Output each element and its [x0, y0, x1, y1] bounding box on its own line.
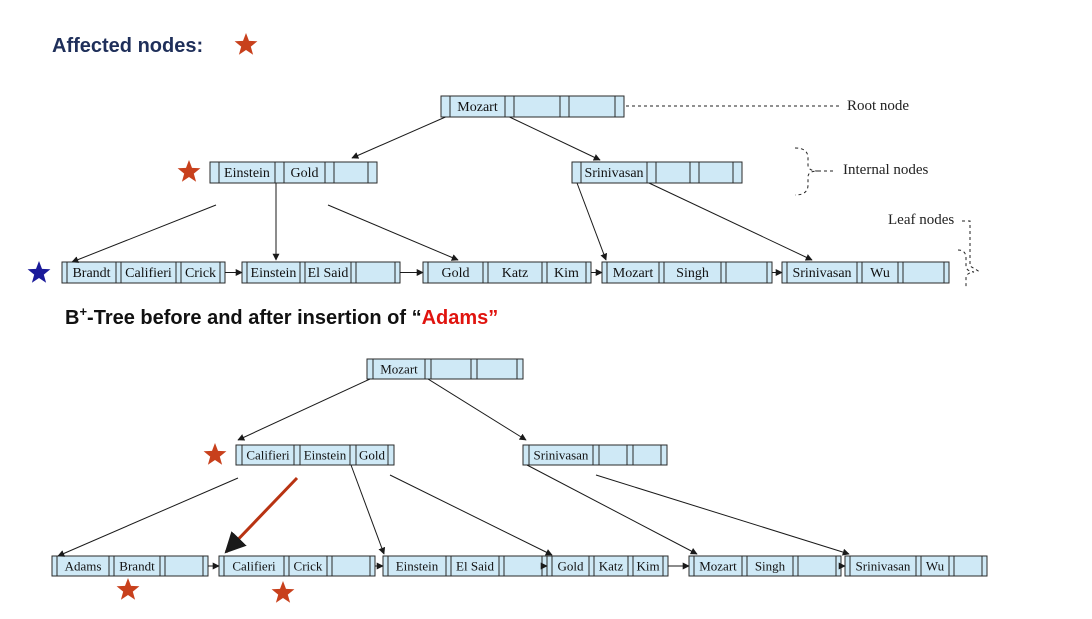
node-key: Einstein: [224, 166, 270, 181]
root-node: Mozart: [366, 358, 524, 380]
node-key: Wu: [870, 266, 890, 281]
tree-edge: [350, 464, 386, 555]
internal-node: Srinivasan: [522, 444, 668, 466]
node-key: Srinivasan: [792, 266, 851, 281]
caption: B+-Tree before and after insertion of “A…: [65, 304, 498, 329]
leaf-node: Adams Brandt: [51, 555, 209, 577]
node-key: Mozart: [699, 559, 737, 574]
affected-nodes-label: Affected nodes:: [52, 35, 203, 57]
tree-edge: [526, 464, 698, 555]
star-icon: [27, 261, 51, 283]
new-pointer-edge: [224, 476, 299, 554]
node-key: Wu: [926, 559, 945, 574]
leaf-node: Srinivasan Wu: [781, 261, 950, 284]
caption-inserted-key: Adams: [422, 307, 489, 329]
node-key: Crick: [294, 559, 323, 574]
leaf-node: Mozart Singh: [688, 555, 842, 577]
node-key: Srinivasan: [584, 166, 643, 181]
node-key: Kim: [636, 559, 659, 574]
node-key: Srinivasan: [534, 448, 589, 463]
node-key: Gold: [442, 266, 470, 281]
leaf-node: Srinivasan Wu: [844, 555, 988, 577]
node-key: Einstein: [396, 559, 439, 574]
star-icon: [177, 160, 201, 182]
node-key: Einstein: [304, 448, 347, 463]
node-key: Gold: [359, 448, 386, 463]
node-key: El Said: [456, 559, 494, 574]
node-key: Katz: [599, 559, 624, 574]
tree-edge: [57, 477, 239, 557]
node-key: Mozart: [380, 362, 418, 377]
tree-edge: [237, 378, 371, 441]
node-key: Mozart: [457, 100, 498, 115]
root-node-annotation: Root node: [847, 98, 909, 114]
star-icon: [203, 443, 227, 465]
tree-edge: [389, 474, 553, 556]
star-icon: [271, 581, 295, 603]
node-key: Singh: [755, 559, 786, 574]
node-key: Srinivasan: [856, 559, 911, 574]
node-key: Califieri: [246, 448, 290, 463]
tree-edge: [576, 182, 608, 261]
node-key: Brandt: [119, 559, 155, 574]
leaf-nodes-pointer: [962, 220, 981, 273]
leaf-node: Brandt Califieri Crick: [61, 261, 226, 284]
tree-edge: [595, 474, 850, 556]
tree-edge: [509, 116, 601, 161]
internal-nodes-brace: [794, 147, 819, 196]
node-key: Kim: [554, 266, 579, 281]
star-icon: [116, 578, 140, 600]
root-node: Mozart: [440, 95, 625, 118]
leaf-node: Einstein El Said: [382, 555, 548, 577]
node-key: Califieri: [125, 266, 172, 281]
internal-node: Einstein Gold: [209, 161, 378, 184]
caption-open-quote: “: [412, 307, 422, 329]
internal-node: Srinivasan: [571, 161, 743, 184]
tree-edge: [648, 182, 813, 261]
leaf-node: Gold Katz Kim: [546, 555, 669, 577]
node-key: Adams: [65, 559, 102, 574]
node-key: Gold: [291, 166, 319, 181]
caption-close-quote: ”: [488, 307, 498, 329]
node-key: Mozart: [613, 266, 654, 281]
caption-prefix: B: [65, 307, 79, 329]
node-key: Califieri: [232, 559, 276, 574]
node-key: Crick: [185, 266, 216, 281]
leaf-nodes-annotation: Leaf nodes: [888, 212, 954, 228]
node-key: Brandt: [72, 266, 110, 281]
affected-legend-star-icon: [234, 33, 258, 55]
internal-nodes-annotation: Internal nodes: [843, 162, 929, 178]
caption-middle: -Tree before and after insertion of: [87, 307, 412, 329]
tree-edge: [71, 204, 217, 263]
caption-superscript: +: [79, 304, 87, 319]
node-key: El Said: [308, 266, 349, 281]
affected-legend-star-icon: [234, 33, 258, 55]
tree-edge: [351, 116, 446, 159]
leaf-node: Califieri Crick: [218, 555, 376, 577]
leaf-node: Einstein El Said: [241, 261, 401, 284]
affected-node-stars: [27, 160, 295, 603]
node-key: Einstein: [251, 266, 297, 281]
leaf-node: Mozart Singh: [601, 261, 773, 284]
tree-edge: [327, 204, 459, 261]
tree-edge: [427, 378, 527, 441]
node-key: Gold: [558, 559, 585, 574]
internal-node: Califieri Einstein Gold: [235, 444, 395, 466]
node-key: Singh: [676, 266, 709, 281]
leaf-nodes-brace: [957, 249, 975, 288]
node-key: Katz: [502, 266, 528, 281]
leaf-node: Gold Katz Kim: [422, 261, 592, 284]
